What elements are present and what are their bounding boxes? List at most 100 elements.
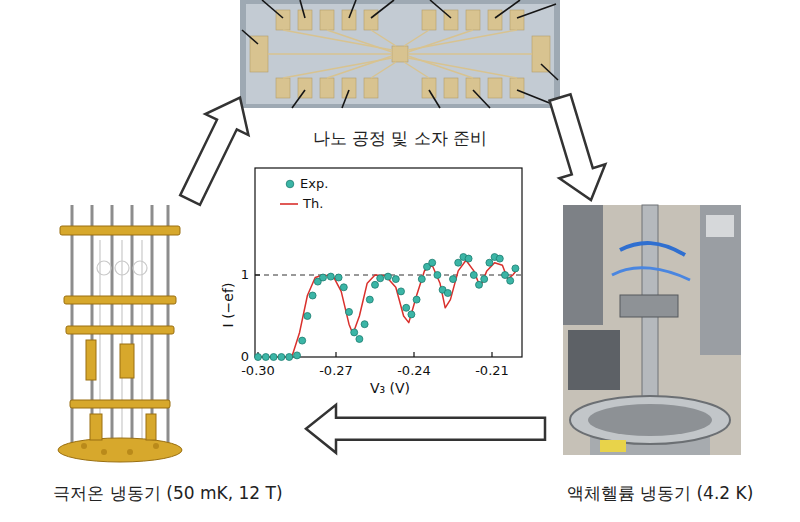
plate <box>66 326 174 334</box>
data-point <box>413 296 420 303</box>
data-point <box>335 274 342 281</box>
tube <box>612 268 690 280</box>
pad <box>320 78 334 98</box>
axis-label: -0.30 <box>241 364 275 379</box>
data-point <box>304 313 311 320</box>
plate <box>64 296 176 304</box>
block-arrow <box>180 98 248 205</box>
pad <box>488 10 502 30</box>
pad <box>392 46 408 62</box>
chip-surface <box>246 4 554 104</box>
chip-photo <box>240 0 560 108</box>
data-point <box>512 265 519 272</box>
coil <box>133 261 147 275</box>
trace <box>371 30 396 46</box>
data-point <box>351 329 358 336</box>
axis-label: V₃ (V) <box>370 380 410 396</box>
legend-label: Exp. <box>300 177 328 192</box>
data-point <box>377 275 384 282</box>
pad <box>444 78 458 98</box>
fridge-details <box>81 443 159 455</box>
data-point <box>398 288 405 295</box>
data-point <box>320 274 327 281</box>
bond-wire <box>342 90 349 108</box>
chart <box>255 168 523 361</box>
line <box>121 240 122 440</box>
pad <box>422 78 436 98</box>
data-point <box>444 290 451 297</box>
axis-label: 0 <box>241 350 249 365</box>
bond-wire <box>541 64 558 80</box>
detail <box>101 449 107 455</box>
theory-curve <box>258 260 518 357</box>
data-point <box>434 272 441 279</box>
experiment-points <box>255 180 519 360</box>
pad <box>488 78 502 98</box>
data-point <box>366 296 373 303</box>
data-point <box>465 255 472 262</box>
data-point <box>262 354 269 361</box>
bond-wire <box>371 0 394 18</box>
data-point <box>299 337 306 344</box>
bond-wire <box>473 90 490 108</box>
trace <box>371 62 396 78</box>
plate <box>60 226 180 235</box>
trace <box>408 30 517 50</box>
data-point <box>507 277 514 284</box>
block-arrow <box>306 405 545 453</box>
cabinet <box>700 205 741 355</box>
data-point <box>403 304 410 311</box>
rack <box>563 205 603 325</box>
tube <box>620 243 685 255</box>
trace <box>327 56 392 78</box>
data-point <box>455 259 462 266</box>
detail <box>153 443 159 449</box>
data-point <box>327 273 334 280</box>
pad <box>510 10 524 30</box>
axis-label: -0.24 <box>397 364 431 379</box>
pad <box>466 10 480 30</box>
bond-wire <box>242 30 258 44</box>
pad <box>298 10 312 30</box>
axis-label: -0.21 <box>475 364 509 379</box>
data-point <box>392 276 399 283</box>
component <box>146 414 156 440</box>
legend-marker <box>286 180 294 188</box>
pad <box>510 78 524 98</box>
pad <box>342 10 356 30</box>
block-arrow <box>550 94 606 200</box>
trace <box>404 62 429 78</box>
dewar-top <box>588 404 712 436</box>
photo-ground <box>563 205 741 455</box>
axis-label: -0.27 <box>319 364 353 379</box>
stage-caption: 액체헬륨 냉동기 (4.2 K) <box>567 483 754 503</box>
chip-substrate <box>240 0 560 108</box>
detail <box>81 443 87 449</box>
pad <box>342 78 356 98</box>
pad <box>250 36 268 72</box>
bond-wire <box>429 90 440 108</box>
data-point <box>470 272 477 279</box>
tick <box>413 352 414 357</box>
data-point <box>408 311 415 318</box>
pad <box>276 78 290 98</box>
axis-title: I (−ef) <box>220 283 236 328</box>
line <box>99 240 100 440</box>
chip-traces <box>268 30 532 78</box>
data-point <box>496 255 503 262</box>
bond-wire <box>517 90 552 104</box>
legend-label: Th. <box>303 197 323 212</box>
equipment <box>568 330 620 390</box>
stage-caption: 나노 공정 및 소자 준비 <box>313 128 488 148</box>
stage-panel: 액체헬륨 냉동기 (4.2 K) <box>545 200 775 505</box>
data-point <box>502 272 509 279</box>
ticks <box>255 275 492 357</box>
data-point <box>294 352 301 359</box>
component <box>120 344 134 378</box>
pad <box>532 36 550 72</box>
bond-wire <box>495 0 520 18</box>
tick <box>491 352 492 357</box>
